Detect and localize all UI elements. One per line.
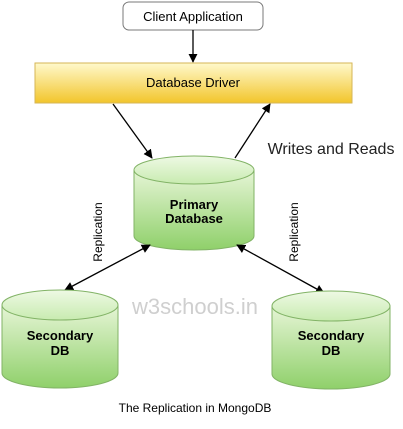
database-driver-node: Database Driver <box>34 62 353 104</box>
secondary-db-left-label-line2: DB <box>51 343 70 358</box>
client-application-node: Client Application <box>122 1 264 31</box>
diagram-caption: The Replication in MongoDB <box>119 401 272 415</box>
secondary-db-left-node: Secondary DB <box>1 289 119 389</box>
writes-and-reads-label: Writes and Reads <box>268 141 395 158</box>
database-driver-label: Database Driver <box>146 75 241 90</box>
arrow-primary-to-driver <box>234 103 271 159</box>
secondary-db-right-node: Secondary DB <box>271 290 391 390</box>
client-application-label: Client Application <box>143 9 243 24</box>
primary-database-label-line1: Primary <box>170 197 219 212</box>
arrow-replication-right <box>236 244 325 294</box>
primary-database-label-line2: Database <box>165 211 223 226</box>
arrow-replication-left <box>64 244 151 291</box>
replication-label-right: Replication <box>287 202 301 261</box>
watermark-text: w3schools.in <box>131 294 258 319</box>
replication-label-left: Replication <box>91 202 105 261</box>
secondary-db-right-label-line2: DB <box>322 343 341 358</box>
primary-database-node: Primary Database <box>133 155 255 251</box>
secondary-db-right-label-line1: Secondary <box>298 328 365 343</box>
arrow-driver-to-primary <box>112 103 153 159</box>
secondary-db-left-label-line1: Secondary <box>27 328 94 343</box>
